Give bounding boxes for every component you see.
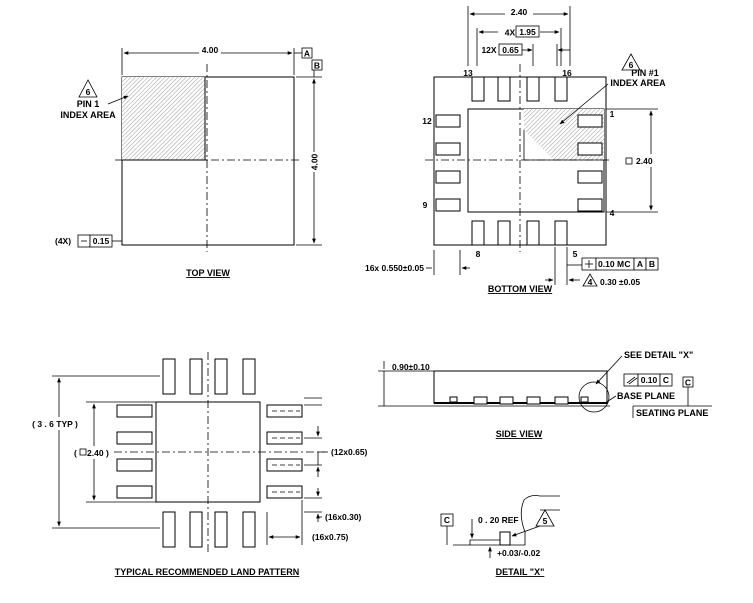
see-detail-label: SEE DETAIL "X" [624,350,693,360]
index-area-label: INDEX AREA [60,110,116,120]
svg-text:6: 6 [86,87,91,97]
pin1-index-hatch [122,77,205,160]
land-pad [116,431,153,445]
coplanarity-datum: C [663,375,669,385]
land-pad [116,404,153,418]
pin-5-label: 5 [573,249,578,259]
pin1-index-area-label: INDEX AREA [610,78,666,88]
side-view-title: SIDE VIEW [496,429,543,439]
bottom-width-dim: 2.40 [511,7,528,17]
land-pitch-dim: (12x0.65) [331,447,368,457]
lead-15 [526,76,540,102]
flatness-value: 0.15 [93,236,110,246]
base-plane-label: BASE PLANE [617,391,675,401]
land-pattern: ( 3 . 6 TYP ) ( 2.40 ) (12x0.65) (16x0.3… [26,352,368,577]
pin-8-label: 8 [476,249,481,259]
pad-height-dim: 2.40 [636,156,653,166]
tol-a: A [637,259,643,269]
top-view: 4.00 A 4.00 B 6 PIN 1 INDEX AREA (4X) 0.… [55,45,323,278]
top-width-dim: 4.00 [202,45,219,55]
top-view-body [121,76,295,246]
land-pad [242,358,256,395]
lead-10 [435,170,461,184]
side-view: 0.90±0.10 SEE DETAIL "X" 0.10 C C BASE P… [378,350,712,439]
lead-12 [435,114,461,128]
datum-b: B [314,61,320,71]
pin1-label: PIN 1 [77,99,100,109]
land-pad-length-dim: (16x0.75) [312,532,349,542]
datum-a: A [304,49,310,59]
lead-9 [435,198,461,212]
land-pad [116,485,153,499]
land-pad [242,511,256,548]
flatness-prefix: (4X) [55,236,71,246]
lead-length-dim: 16x 0.550±0.05 [365,263,424,273]
land-center-paren: ( [74,448,77,458]
pin-13-label: 13 [463,68,473,78]
bottom-view: 13 16 12 9 8 5 1 4 2.40 4X 1.95 12X 0.65… [365,6,666,294]
lead-3 [577,170,603,184]
tol-m: M [617,259,624,269]
land-pad [162,511,176,548]
lead-7 [497,220,511,246]
lead-4 [577,198,603,212]
lead-6 [526,220,540,246]
svg-text:6: 6 [629,60,634,70]
lead-1 [577,114,603,128]
note-triangle-icon [621,53,641,71]
top-view-title: TOP VIEW [186,268,230,278]
land-pattern-title: TYPICAL RECOMMENDED LAND PATTERN [115,567,300,577]
pitch-12x-prefix: 12X [481,45,496,55]
side-height-dim: 0.90±0.10 [392,362,430,372]
land-pad [189,511,203,548]
bottom-view-title: BOTTOM VIEW [488,284,553,294]
land-pad [214,511,228,548]
detail-x-title: DETAIL "X" [496,567,545,577]
detail-x: C 0 . 20 REF 5 +0.03/-0.02 DETAIL "X" [440,495,560,577]
detail-tol-dim: +0.03/-0.02 [497,548,541,558]
lead-5 [554,220,568,246]
pin-16-label: 16 [562,68,572,78]
land-pad [189,358,203,395]
lead-11 [435,142,461,156]
detail-ref-dim: 0 . 20 REF [478,515,519,525]
side-datum-c: C [685,378,691,388]
note-triangle-icon [535,509,555,527]
land-center-dim: 2.40 [87,448,104,458]
lead-width-dim: 0.30 ±0.05 [600,277,640,287]
pin1-index-label: PIN #1 [631,68,659,78]
svg-text:): ) [106,448,109,458]
pitch-4x-value: 1.95 [519,27,536,37]
pin-4-label: 4 [610,208,615,218]
lead-8 [471,220,485,246]
tol-b: B [649,259,655,269]
svg-text:5: 5 [543,516,548,526]
lead-13 [471,76,485,102]
pin-1-label: 1 [610,109,615,119]
pin-12-label: 12 [422,116,432,126]
note-triangle-icon [582,273,598,287]
land-pad [214,358,228,395]
detail-x-circle [578,381,610,413]
land-overall-dim: ( 3 . 6 TYP ) [32,419,78,429]
pitch-4x-prefix: 4X [505,28,516,38]
tol-c: C [624,259,630,269]
lead-14 [497,76,511,102]
coplanarity-value: 0.10 [641,375,658,385]
lead-16 [554,76,568,102]
lead-2 [577,142,603,156]
svg-text:4: 4 [588,277,593,287]
pitch-12x-value: 0.65 [502,45,519,55]
land-pad [162,358,176,395]
tol-value: 0.10 [598,259,615,269]
pin-9-label: 9 [423,200,428,210]
note-triangle-icon [78,79,98,98]
land-pad [116,458,153,472]
seating-plane-label: SEATING PLANE [636,408,708,418]
detail-datum-c: C [444,515,450,525]
land-pad-width-dim: (16x0.30) [325,512,362,522]
top-height-dim: 4.00 [310,153,320,170]
